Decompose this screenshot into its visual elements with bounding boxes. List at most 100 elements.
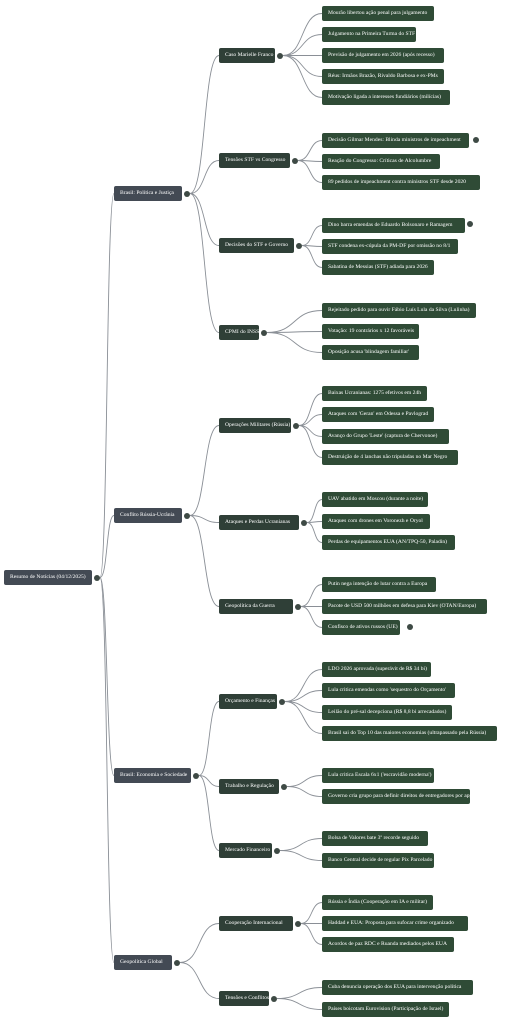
leaf-sabatina-de-messias-stf-adiada-para-2026[interactable]: Sabatina de Messias (STF) adiada para 20… <box>322 260 434 275</box>
leaf-baixas-ucranianas-1275-efetivos-em-24h[interactable]: Baixas Ucranianas: 1275 efetivos em 24h <box>322 386 427 401</box>
leaf-mourao-libertou-acao-penal-para-julgamen[interactable]: Mourão libertou ação penal para julgamen… <box>322 6 434 21</box>
leaf-leilao-do-pre-sal-decepciona-r-8-8-bi-ar[interactable]: Leilão do pré-sal decepciona (R$ 8,8 bi … <box>322 705 452 720</box>
leaf-bolsa-de-valores-bate-3-recorde-seguido[interactable]: Bolsa de Valores bate 3º recorde seguido <box>322 831 428 846</box>
edge-leaf <box>306 522 323 543</box>
leaf-banco-central-decide-de-regular-pix-parc[interactable]: Banco Central decide de regular Pix Parc… <box>322 853 434 868</box>
leaf-decisao-gilmar-mendes-blinda-ministros-d[interactable]: Decisão Gilmar Mendes: Blinda ministros … <box>322 133 469 148</box>
leaf-destruicao-de-4-lanchas-nao-tripuladas-n[interactable]: Destruição de 4 lanchas não tripuladas n… <box>322 450 458 465</box>
collapse-dot-caso-marielle-franco[interactable] <box>277 52 283 59</box>
edge-ataques-e-perdas-ucranianas <box>189 515 220 523</box>
leaf-votacao-19-contrarios-x-12-favoraveis[interactable]: Votação: 19 contrários x 12 favoráveis <box>322 324 419 339</box>
edge-leaf <box>282 13 323 56</box>
leaf-acordos-de-paz-rdc-e-ruanda-mediados-pel[interactable]: Acordos de paz RDC e Ruanda mediados pel… <box>322 937 454 952</box>
leaf-avanco-do-grupo-leste-captura-de-chervon[interactable]: Avanço do Grupo 'Leste' (captura de Cher… <box>322 429 449 444</box>
branch-brasil-economia-e-sociedade[interactable]: Brasil: Economia e Sociedade <box>114 768 191 783</box>
leaf-russia-e-india-cooperacao-em-ia-e-milita[interactable]: Rússia e Índia (Cooperação em IA e milit… <box>322 895 433 910</box>
leaf-perdas-de-equipamentos-eua-an-tpq-50-pal[interactable]: Perdas de equipamentos EUA (AN/TPQ-50, P… <box>322 535 455 550</box>
edge-leaf <box>284 669 323 702</box>
root-node[interactable]: Resumo de Notícias (04/12/2025) <box>4 570 92 585</box>
leaf-rejeitado-pedido-para-ouvir-fabio-luis-l[interactable]: Rejeitado pedido para ouvir Fábio Luís L… <box>322 303 476 318</box>
collapse-dot-brasil-economia-e-sociedade[interactable] <box>193 772 199 779</box>
subbranch-caso-marielle-franco[interactable]: Caso Marielle Franco <box>219 48 275 63</box>
edge-leaf <box>301 225 323 246</box>
leaf-dino-barra-emendas-de-eduardo-bolsonaro-[interactable]: Dino barra emendas de Eduardo Bolsonaro … <box>322 218 465 233</box>
collapse-dot-tensoes-e-conflitos[interactable] <box>271 995 277 1002</box>
edge-leaf <box>284 701 323 734</box>
subbranch-decisoes-do-stf-e-governo[interactable]: Decisões do STF e Governo <box>219 238 294 253</box>
subbranch-cpmi-do-inss[interactable]: CPMI do INSS <box>219 325 259 340</box>
leaf-putin-nega-intencao-de-lutar-contra-a-eu[interactable]: Putin nega intenção de lutar contra a Eu… <box>322 577 436 592</box>
edge-cooperacao-internacional <box>179 923 220 963</box>
edge-cpmi-do-inss <box>189 193 220 333</box>
leaf-pacote-de-usd-500-milhoes-em-defesa-para[interactable]: Pacote de USD 500 milhões em defesa para… <box>322 599 487 614</box>
leaf-lula-critica-escala-6x1-escravidao-moder[interactable]: Lula critica Escala 6x1 ('escravidão mod… <box>322 768 434 783</box>
leaf-uav-abatido-em-moscou-durante-a-noite[interactable]: UAV abatido em Moscou (durante a noite) <box>322 492 428 507</box>
collapse-dot-geopolitica-da-guerra[interactable] <box>295 603 301 610</box>
branch-conflito-russia-ucrania[interactable]: Conflito Rússia-Ucrânia <box>114 508 182 523</box>
edge-leaf <box>284 701 323 713</box>
collapse-dot-decisoes-do-stf-e-governo[interactable] <box>296 242 302 249</box>
subbranch-operacoes-militares-russia[interactable]: Operações Militares (Rússia) <box>219 418 291 433</box>
leaf-stf-condena-ex-cupula-da-pm-df-por-omiss[interactable]: STF condena ex-cúpula da PM-DF por omiss… <box>322 239 458 254</box>
collapse-dot-root[interactable] <box>94 574 100 581</box>
subbranch-trabalho-e-regulacao[interactable]: Trabalho e Regulação <box>219 779 279 794</box>
edge-leaf <box>306 499 323 523</box>
edge-leaf <box>298 393 323 426</box>
branch-brasil-politica-e-justica[interactable]: Brasil: Política e Justiça <box>114 186 182 201</box>
leaf-reacao-do-congresso-criticas-de-alcolumb[interactable]: Reação do Congresso: Críticas de Alcolum… <box>322 154 440 169</box>
collapse-dot-brasil-politica-e-justica[interactable] <box>184 190 190 197</box>
edge-geopolitica-da-guerra <box>189 515 220 607</box>
edge-leaf <box>284 690 323 702</box>
subbranch-cooperacao-internacional[interactable]: Cooperação Internacional <box>219 916 293 931</box>
expand-dot-0[interactable] <box>473 137 479 143</box>
edge-operacoes-militares-russia <box>189 425 220 516</box>
expand-dot-1[interactable] <box>467 221 473 227</box>
collapse-dot-orcamento-e-financas[interactable] <box>279 698 285 705</box>
leaf-ataques-com-drones-em-voronezh-e-oryol[interactable]: Ataques com drones em Voronezh e Oryol <box>322 514 430 529</box>
leaf-brasil-sai-do-top-10-das-maiores-economi[interactable]: Brasil sai do Top 10 das maiores economi… <box>322 726 497 741</box>
collapse-dot-cooperacao-internacional[interactable] <box>295 920 301 927</box>
edge-root-brasil-economia-e-sociedade <box>99 577 115 776</box>
leaf-ataques-com-geran-em-odessa-e-pavlograd[interactable]: Ataques com 'Geran' em Odessa e Pavlogra… <box>322 407 434 422</box>
edge-mercado-financeiro <box>198 775 220 851</box>
collapse-dot-mercado-financeiro[interactable] <box>274 847 280 854</box>
subbranch-orcamento-e-financas[interactable]: Orçamento e Finanças <box>219 694 277 709</box>
expand-dot-2[interactable] <box>407 624 413 630</box>
leaf-ldo-2026-aprovada-superavit-de-r-34-bi[interactable]: LDO 2026 aprovada (superávit de R$ 34 bi… <box>322 662 431 677</box>
branch-geopolitica-global[interactable]: Geopolítica Global <box>114 955 172 970</box>
leaf-paises-boicotam-eurovision-participacao-[interactable]: Países boicotam Eurovision (Participação… <box>322 1002 449 1017</box>
edge-root-conflito-russia-ucrania <box>99 515 115 578</box>
edge-orcamento-e-financas <box>198 701 220 776</box>
leaf-89-pedidos-de-impeachment-contra-ministr[interactable]: 89 pedidos de impeachment contra ministr… <box>322 175 480 190</box>
edge-leaf <box>298 425 323 437</box>
leaf-cuba-denuncia-operacao-dos-eua-para-inte[interactable]: Cuba denuncia operação dos EUA para inte… <box>322 980 473 995</box>
edge-leaf <box>297 140 323 161</box>
leaf-lula-critica-emendas-como-sequestro-do-o[interactable]: Lula critica emendas como 'sequestro do … <box>322 683 455 698</box>
subbranch-tensoes-e-conflitos[interactable]: Tensões e Conflitos <box>219 991 269 1006</box>
subbranch-geopolitica-da-guerra[interactable]: Geopolítica da Guerra <box>219 599 293 614</box>
collapse-dot-geopolitica-global[interactable] <box>174 959 180 966</box>
leaf-reus-irmaos-brazao-rivaldo-barbosa-e-ex-[interactable]: Réus: Irmãos Brazão, Rivaldo Barbosa e e… <box>322 69 444 84</box>
subbranch-mercado-financeiro[interactable]: Mercado Financeiro <box>219 843 272 858</box>
edge-root-geopolitica-global <box>99 577 115 963</box>
edge-leaf <box>282 34 323 56</box>
leaf-confisco-de-ativos-russos-ue[interactable]: Confisco de ativos russos (UE) <box>322 620 400 635</box>
collapse-dot-conflito-russia-ucrania[interactable] <box>184 512 190 519</box>
leaf-governo-cria-grupo-para-definir-direitos[interactable]: Governo cria grupo para definir direitos… <box>322 789 472 804</box>
edge-leaf <box>279 838 323 851</box>
leaf-motivacao-ligada-a-interesses-fundiarios[interactable]: Motivação ligada a interesses fundiários… <box>322 90 450 105</box>
collapse-dot-trabalho-e-regulacao[interactable] <box>281 783 287 790</box>
collapse-dot-cpmi-do-inss[interactable] <box>261 329 267 336</box>
collapse-dot-operacoes-militares-russia[interactable] <box>293 422 299 429</box>
edge-leaf <box>276 998 323 1010</box>
edge-leaf <box>266 310 323 333</box>
leaf-julgamento-na-primeira-turma-do-stf[interactable]: Julgamento na Primeira Turma do STF <box>322 27 416 42</box>
leaf-previsao-de-julgamento-em-2026-apos-rece[interactable]: Previsão de julgamento em 2026 (após rec… <box>322 48 444 63</box>
leaf-oposicao-acusa-blindagem-familiar[interactable]: Oposição acusa 'blindagem familiar' <box>322 345 419 360</box>
collapse-dot-tensoes-stf-vs-congresso[interactable] <box>292 157 298 164</box>
leaf-haddad-e-eua-proposta-para-sufocar-crime[interactable]: Haddad e EUA: Proposta para sufocar crim… <box>322 916 468 931</box>
subbranch-ataques-e-perdas-ucranianas[interactable]: Ataques e Perdas Ucranianas <box>219 515 299 530</box>
subbranch-tensoes-stf-vs-congresso[interactable]: Tensões STF vs Congresso <box>219 153 290 168</box>
collapse-dot-ataques-e-perdas-ucranianas[interactable] <box>301 519 307 526</box>
